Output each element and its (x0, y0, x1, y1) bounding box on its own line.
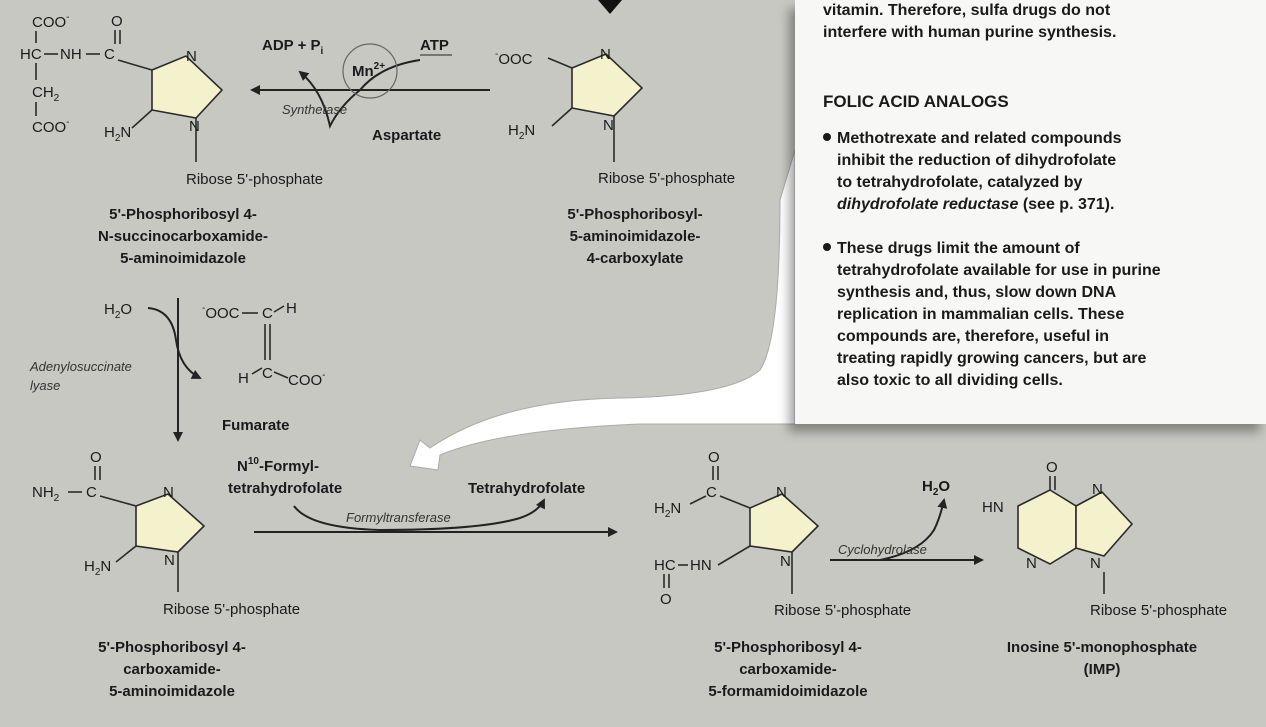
svg-text:5'-Phosphoribosyl 4-: 5'-Phosphoribosyl 4- (714, 639, 862, 656)
svg-text:5'-Phosphoribosyl 4-: 5'-Phosphoribosyl 4- (98, 639, 246, 656)
svg-text:N: N (163, 484, 174, 501)
svg-text:HN: HN (690, 557, 712, 574)
svg-text:5-aminoimidazole: 5-aminoimidazole (109, 683, 235, 700)
note-intro: vitamin. Therefore, sulfa drugs do not i… (823, 2, 1117, 41)
svg-text:C: C (262, 305, 273, 322)
compound-carboxamide: O NH2 C N N H2N Ribose 5'-phosphate 5'-P… (32, 449, 300, 700)
svg-text:4-carboxylate: 4-carboxylate (587, 250, 684, 267)
svg-text:Ribose 5'-phosphate: Ribose 5'-phosphate (163, 601, 300, 618)
svg-text:Mn2+: Mn2+ (352, 61, 385, 80)
svg-text:HN: HN (982, 499, 1004, 516)
svg-text:Fumarate: Fumarate (222, 417, 290, 434)
svg-text:H2N: H2N (654, 500, 681, 520)
compound-formamido: O C H2N N N HC HN O Ribose 5'-phosphate … (654, 449, 911, 700)
svg-text:N: N (603, 117, 614, 134)
svg-text:C: C (262, 365, 273, 382)
reaction-lyase: H2O Adenylosuccinate lyase -OOC C H H C … (29, 298, 326, 442)
svg-text:Inosine 5'-monophosphate: Inosine 5'-monophosphate (1007, 639, 1197, 656)
svg-text:Tetrahydrofolate: Tetrahydrofolate (468, 480, 585, 497)
svg-text:COO-: COO- (32, 117, 70, 136)
svg-text:Ribose 5'-phosphate: Ribose 5'-phosphate (598, 170, 735, 187)
svg-text:N: N (776, 484, 787, 501)
note-heading: FOLIC ACID ANALOGS (823, 92, 1009, 111)
svg-text:H: H (286, 300, 297, 317)
svg-text:HC: HC (654, 557, 676, 574)
svg-text:N: N (1026, 555, 1037, 572)
svg-text:NH2: NH2 (32, 484, 60, 504)
svg-text:Formyltransferase: Formyltransferase (346, 510, 451, 525)
svg-text:N: N (600, 46, 611, 63)
svg-text:Cyclohydrolase: Cyclohydrolase (838, 542, 927, 557)
svg-text:HC: HC (20, 46, 42, 63)
svg-text:H2N: H2N (84, 558, 111, 578)
svg-text:Ribose 5'-phosphate: Ribose 5'-phosphate (1090, 602, 1227, 619)
svg-text:C: C (86, 484, 97, 501)
compound-carboxylate: -OOC N N H2N Ribose 5'-phosphate 5'-Phos… (495, 46, 735, 267)
svg-text:O: O (111, 13, 123, 30)
svg-text:H2O: H2O (104, 301, 132, 321)
svg-text:H2N: H2N (104, 124, 131, 144)
svg-text:Synthetase: Synthetase (282, 102, 347, 117)
svg-text:lyase: lyase (30, 378, 60, 393)
folic-acid-note-panel: vitamin. Therefore, sulfa drugs do not i… (795, 0, 1266, 424)
svg-text:N: N (1092, 481, 1103, 498)
svg-text:N: N (189, 118, 200, 135)
svg-text:H2N: H2N (508, 122, 535, 142)
svg-text:H2O: H2O (922, 478, 950, 498)
svg-text:C: C (706, 484, 717, 501)
reaction-cyclohydrolase: H2O Cyclohydrolase (830, 478, 984, 565)
svg-text:COO-: COO- (288, 370, 326, 389)
svg-text:N-succinocarboxamide-: N-succinocarboxamide- (98, 228, 268, 245)
svg-text:H: H (238, 370, 249, 387)
svg-text:carboxamide-: carboxamide- (123, 661, 221, 678)
svg-text:ADP + Pi: ADP + Pi (262, 37, 324, 57)
svg-text:N: N (186, 48, 197, 65)
svg-text:Adenylosuccinate: Adenylosuccinate (29, 359, 132, 374)
bullet-icon (823, 133, 831, 141)
svg-text:COO-: COO- (32, 12, 70, 31)
compound-imp: O HN N N N Ribose 5'-phosphate Inosine 5… (982, 459, 1227, 678)
reaction-synthetase: Mn2+ ADP + Pi ATP Synthetase Aspartate (250, 37, 490, 144)
svg-text:-OOC: -OOC (202, 303, 240, 322)
svg-text:-OOC: -OOC (495, 49, 533, 68)
svg-text:5'-Phosphoribosyl-: 5'-Phosphoribosyl- (567, 206, 702, 223)
reaction-formyltransferase: N10-Formyl- tetrahydrofolate Tetrahydrof… (228, 456, 618, 537)
svg-text:O: O (660, 591, 672, 608)
svg-text:5'-Phosphoribosyl 4-: 5'-Phosphoribosyl 4- (109, 206, 257, 223)
callout-arrow (409, 149, 796, 471)
bullet-icon (823, 243, 831, 251)
svg-text:Ribose 5'-phosphate: Ribose 5'-phosphate (774, 602, 911, 619)
svg-text:C: C (104, 46, 115, 63)
svg-text:tetrahydrofolate: tetrahydrofolate (228, 480, 342, 497)
compound-succinocarboxamide: COO- O HC NH C CH2 COO- N N H2N Ribose 5… (20, 12, 323, 267)
svg-text:carboxamide-: carboxamide- (739, 661, 837, 678)
svg-text:5-aminoimidazole: 5-aminoimidazole (120, 250, 246, 267)
svg-text:Ribose 5'-phosphate: Ribose 5'-phosphate (186, 171, 323, 188)
svg-text:O: O (1046, 459, 1058, 476)
svg-text:N: N (164, 552, 175, 569)
svg-text:N: N (1090, 555, 1101, 572)
note-bullet-1: Methotrexate and related compounds inhib… (823, 128, 1253, 216)
svg-text:N: N (780, 553, 791, 570)
svg-text:ATP: ATP (420, 37, 449, 54)
svg-text:5-formamidoimidazole: 5-formamidoimidazole (708, 683, 867, 700)
svg-text:5-aminoimidazole-: 5-aminoimidazole- (570, 228, 701, 245)
svg-text:N10-Formyl-: N10-Formyl- (237, 456, 319, 475)
svg-text:CH2: CH2 (32, 84, 60, 104)
svg-text:Aspartate: Aspartate (372, 127, 441, 144)
svg-text:(IMP): (IMP) (1084, 661, 1121, 678)
note-bullet-2: These drugs limit the amount of tetrahyd… (823, 238, 1253, 392)
svg-text:O: O (708, 449, 720, 466)
pointer-triangle-icon (598, 0, 622, 14)
svg-text:O: O (90, 449, 102, 466)
svg-text:NH: NH (60, 46, 82, 63)
